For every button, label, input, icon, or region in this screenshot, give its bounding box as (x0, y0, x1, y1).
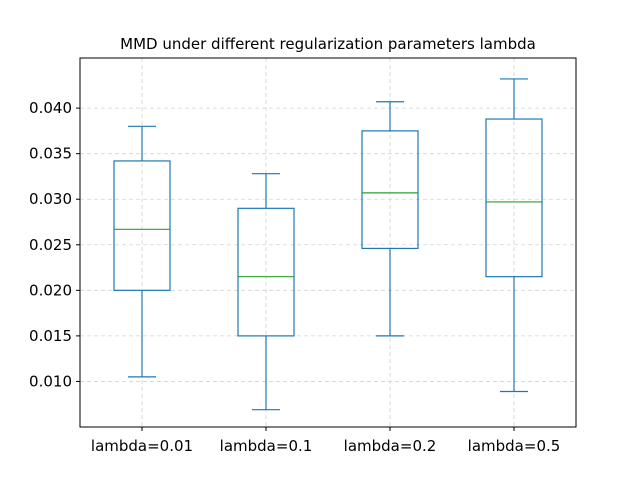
y-tick-label: 0.040 (29, 99, 72, 117)
box-iqr (361, 130, 419, 250)
box-group (485, 78, 543, 393)
y-tick-label: 0.030 (29, 190, 72, 208)
box-iqr (237, 207, 295, 337)
box-series (113, 78, 543, 411)
box-iqr (485, 118, 543, 278)
box-group (113, 125, 171, 378)
chart-title: MMD under different regularization param… (120, 35, 536, 53)
plot-frame (79, 57, 577, 428)
grid-lines (80, 58, 576, 427)
y-tick-label: 0.025 (29, 236, 72, 254)
y-tick-label: 0.015 (29, 327, 72, 345)
x-tick-label: lambda=0.1 (220, 437, 313, 455)
y-tick-label: 0.020 (29, 281, 72, 299)
y-tick-label: 0.035 (29, 145, 72, 163)
box-group (361, 101, 419, 337)
axes: 0.010 0.015 0.020 0.025 0.030 0.035 0.040 lambd… (29, 57, 577, 455)
x-tick-label: lambda=0.2 (344, 437, 437, 455)
x-tick-label: lambda=0.5 (468, 437, 561, 455)
box-group (237, 173, 295, 411)
box-iqr (113, 160, 171, 291)
x-tick-label: lambda=0.01 (91, 437, 193, 455)
y-tick-label: 0.010 (29, 372, 72, 390)
